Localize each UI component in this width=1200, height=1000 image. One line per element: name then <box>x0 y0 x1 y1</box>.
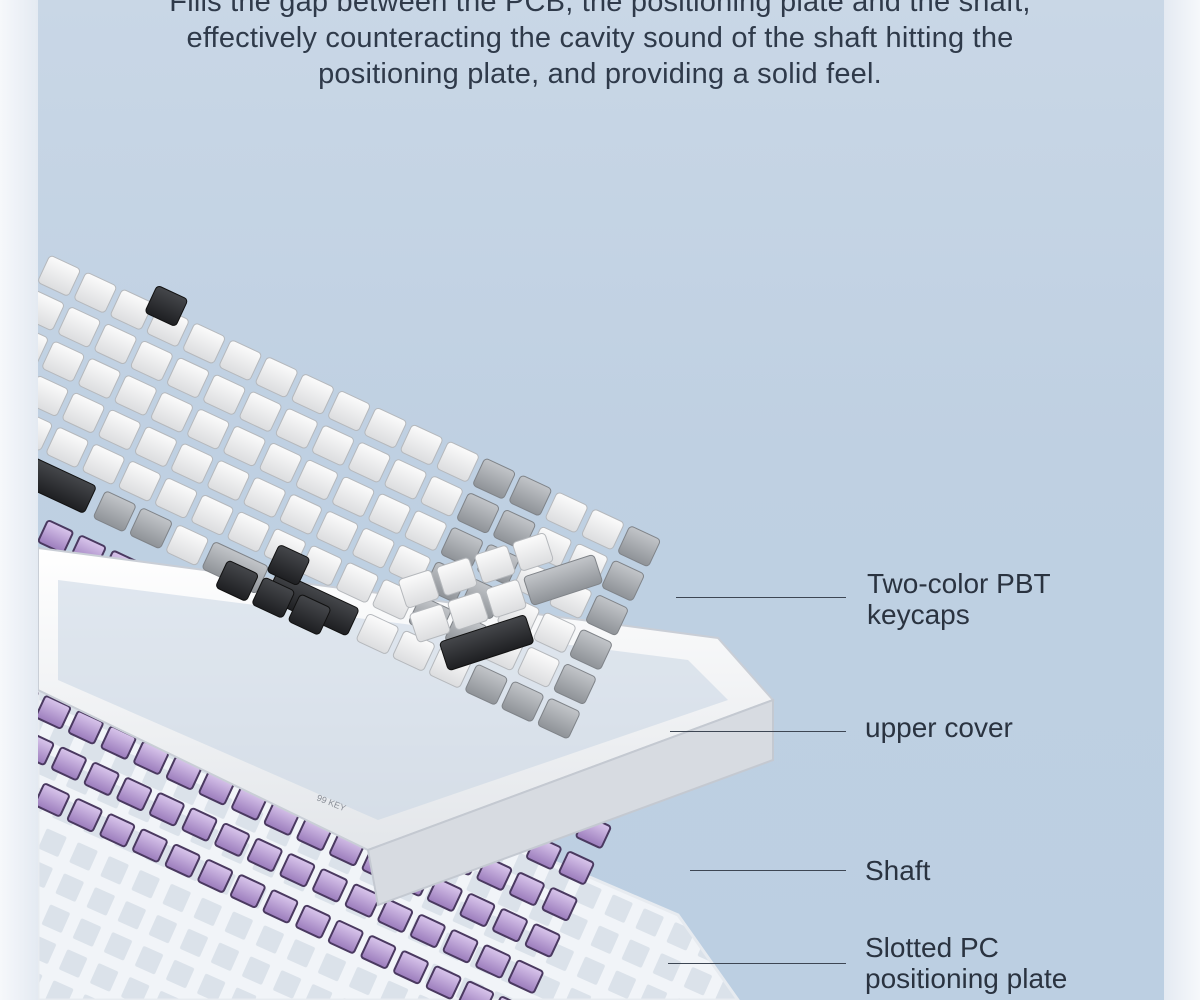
plate-label-line-1: Slotted PC <box>865 932 999 963</box>
keycaps-label-line-2: keycaps <box>867 599 970 630</box>
upper-cover-leader-line <box>670 731 846 732</box>
right-margin <box>1164 0 1200 1000</box>
headline-text: Fills the gap between the PCB, the posit… <box>0 0 1200 92</box>
upper-cover-label: upper cover <box>865 712 1013 743</box>
shaft-label-line-1: Shaft <box>865 855 931 886</box>
headline-line-2: effectively counteracting the cavity sou… <box>186 22 1014 54</box>
exploded-keyboard-illustration: 99 KEY <box>38 255 775 1000</box>
left-margin <box>0 0 38 1000</box>
shaft-label: Shaft <box>865 855 930 886</box>
keycap-layer <box>38 255 661 739</box>
upper-cover-label-line-1: upper cover <box>865 712 1013 743</box>
keycaps-leader-line <box>676 597 846 598</box>
headline-line-3: positioning plate, and providing a solid… <box>318 58 882 90</box>
plate-label: Slotted PC positioning plate <box>865 932 1067 994</box>
shaft-leader-line <box>690 870 846 871</box>
keycaps-label-line-1: Two-color PBT <box>867 568 1051 599</box>
plate-leader-line <box>668 963 846 964</box>
keycaps-label: Two-color PBT keycaps <box>867 568 1051 630</box>
plate-label-line-2: positioning plate <box>865 963 1068 994</box>
headline-line-1: Fills the gap between the PCB, the posit… <box>169 0 1031 18</box>
